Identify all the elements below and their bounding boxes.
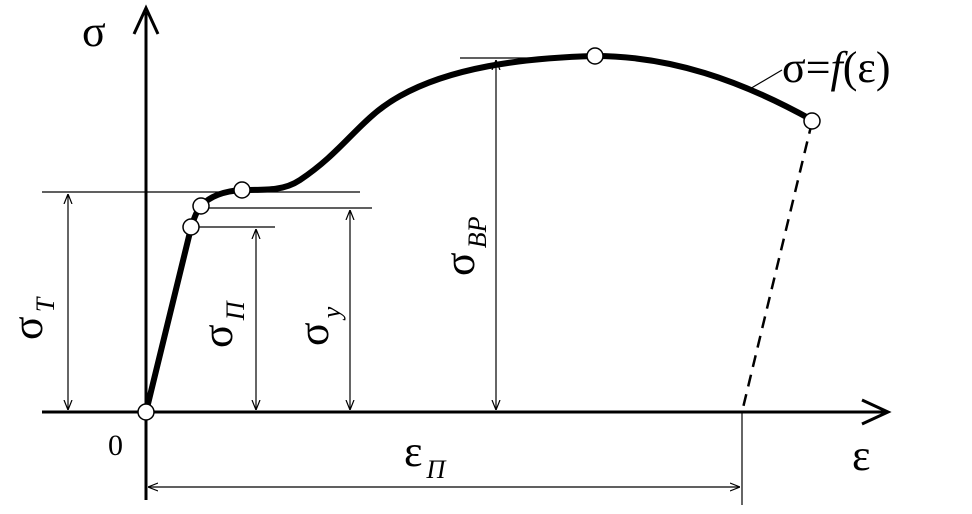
- y-axis-label: σ: [82, 7, 106, 56]
- x-axis-arrowhead: [861, 398, 892, 426]
- sigma-y-label: σy: [289, 306, 346, 346]
- curve-label-leader: [747, 69, 783, 91]
- dimension-arrows: [68, 60, 743, 505]
- curve-label: σ=f(ε): [782, 43, 891, 92]
- guide-lines: [42, 57, 596, 228]
- x-axis-label: ε: [852, 431, 870, 480]
- y-axis-arrowhead: [132, 4, 160, 35]
- sigma-t-label: σT: [3, 296, 60, 340]
- sigma-vr-label: σBP: [435, 216, 492, 276]
- proportional-limit-point: [182, 218, 200, 236]
- rupture-point: [803, 112, 821, 130]
- ultimate-point: [586, 47, 604, 65]
- sigma-p-label: σП: [193, 299, 250, 348]
- characteristic-points: [137, 47, 821, 421]
- elastic-limit-point: [192, 197, 210, 215]
- unloading-line: [740, 121, 814, 413]
- yield-point: [233, 181, 251, 199]
- origin-label: 0: [108, 429, 123, 462]
- origin-point: [137, 403, 155, 421]
